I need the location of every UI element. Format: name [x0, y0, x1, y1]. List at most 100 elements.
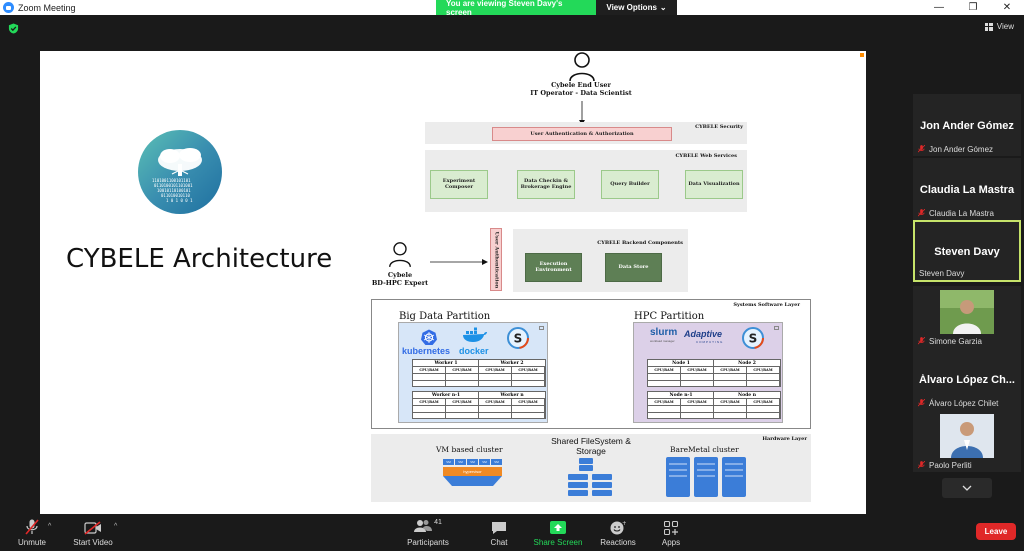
big-data-title: Big Data Partition — [399, 311, 491, 322]
adaptive-sub: COMPUTING — [696, 340, 724, 344]
maximize-button[interactable]: ❐ — [968, 2, 978, 13]
mic-muted-icon — [918, 399, 925, 407]
window-title: Zoom Meeting — [18, 2, 76, 13]
leave-button[interactable]: Leave — [976, 523, 1016, 540]
docker-label: docker — [459, 346, 489, 356]
shared-fs-label-2: Storage — [576, 446, 606, 456]
query-builder-box: Query Builder — [601, 170, 659, 199]
s-logo-icon: S — [742, 327, 764, 349]
participant-name: Simone Garzia — [929, 337, 982, 346]
shared-fs-label: Shared FileSystem & — [551, 436, 631, 446]
meeting-toolbar: Unmute ^ Start Video ^ 41 Participants C… — [0, 516, 1024, 551]
minimize-button[interactable]: — — [934, 2, 944, 13]
hardware-layer: Hardware Layer VM based cluster VM VM VM… — [371, 434, 811, 502]
big-data-partition: Big Data Partition kubernetes docker S — [398, 311, 548, 423]
kubernetes-label: kubernetes — [402, 346, 451, 356]
experiment-composer-box: Experiment Composer — [430, 170, 488, 199]
end-user-label: Cybele End User — [551, 81, 611, 89]
viewing-indicator: You are viewing Steven Davy's screen — [436, 0, 596, 17]
shared-screen: 1101001100101101 0110100101101001 100101… — [40, 51, 866, 514]
chat-icon — [492, 522, 506, 534]
slurm-label: slurm — [650, 327, 678, 338]
end-user-icon — [569, 52, 595, 81]
participant-tile[interactable]: Claudia La Mastra Claudia La Mastra — [913, 158, 1021, 220]
web-services-panel: CYBELE Web Services Experiment Composer … — [425, 150, 747, 212]
view-button[interactable]: View — [984, 22, 1014, 31]
svg-text:S: S — [749, 332, 758, 346]
mic-muted-icon — [918, 209, 925, 217]
mic-muted-icon — [918, 145, 925, 153]
svg-text:10010110100101: 10010110100101 — [157, 188, 191, 193]
participant-tile[interactable]: Paolo Perliti — [913, 410, 1021, 472]
kubernetes-logo-icon — [421, 329, 437, 345]
expert-user-icon — [389, 242, 411, 268]
mic-muted-icon — [918, 461, 925, 469]
svg-text:S: S — [514, 332, 523, 346]
window-icon — [774, 326, 779, 330]
slide-title: CYBELE Architecture — [66, 244, 333, 274]
participants-button[interactable]: 41 Participants — [407, 519, 449, 547]
reactions-icon: + — [610, 520, 626, 535]
close-button[interactable]: ✕ — [1002, 2, 1012, 13]
backend-panel: CYBELE Backend Components Execution Envi… — [513, 229, 688, 292]
svg-text:1 0 1 0 0 1: 1 0 1 0 0 1 — [166, 198, 193, 203]
chat-button[interactable]: Chat — [483, 516, 515, 551]
svg-text:0110100101101001: 0110100101101001 — [154, 183, 193, 188]
slide-marker — [860, 53, 864, 57]
audio-options-caret[interactable]: ^ — [48, 523, 52, 530]
vm-cluster-label: VM based cluster — [436, 445, 503, 454]
participant-tile[interactable]: Jon Ander Gómez Jon Ander Gómez — [913, 94, 1021, 156]
execution-environment-box: Execution Environment — [525, 253, 582, 282]
share-screen-icon — [550, 521, 566, 534]
docker-logo-icon — [463, 327, 487, 342]
systems-layer-label: Systems Software Layer — [733, 302, 800, 308]
apps-icon — [664, 521, 678, 535]
vertical-auth-box: User Authentication — [490, 228, 502, 291]
reactions-button[interactable]: + Reactions — [600, 520, 636, 547]
hpc-partition: HPC Partition slurm workload manager Ada… — [633, 311, 783, 423]
storage-icon — [568, 458, 612, 496]
share-screen-button[interactable]: Share Screen — [531, 516, 585, 551]
slurm-sub: workload manager — [650, 339, 675, 343]
scroll-participants-button[interactable] — [942, 478, 992, 498]
video-options-caret[interactable]: ^ — [114, 523, 118, 530]
mic-muted-icon — [918, 337, 925, 345]
active-speaker-tile[interactable]: Steven Davy Steven Davy — [913, 220, 1021, 282]
chevron-down-icon: ⌄ — [659, 3, 667, 12]
systems-software-layer: Systems Software Layer Big Data Partitio… — [371, 299, 811, 429]
hpc-title: HPC Partition — [634, 311, 705, 322]
video-off-icon — [84, 521, 101, 535]
participant-name: Álvaro López Chilet — [929, 399, 999, 408]
screen-share-banner: You are viewing Steven Davy's screen Vie… — [436, 0, 677, 17]
participant-video — [940, 290, 994, 334]
adaptive-label: Adaptive — [684, 329, 723, 339]
mic-muted-icon — [25, 519, 39, 535]
security-panel: CYBELE Security User Authentication & Au… — [425, 122, 747, 144]
participant-tile[interactable]: Álvaro López Ch... Álvaro López Chilet — [913, 348, 1021, 410]
shield-icon[interactable] — [8, 23, 19, 34]
unmute-button[interactable]: Unmute — [14, 516, 50, 551]
auth-box: User Authentication & Authorization — [492, 127, 672, 141]
vm-row: VM VM VM VM VM — [443, 459, 502, 465]
apps-button[interactable]: Apps — [656, 516, 686, 551]
expert-label: Cybele — [387, 271, 413, 279]
end-user-role: IT Operator - Data Scientist — [530, 89, 632, 97]
data-visualization-box: Data Visualization — [685, 170, 743, 199]
start-video-button[interactable]: Start Video — [70, 516, 116, 551]
view-options-button[interactable]: View Options ⌄ — [596, 0, 677, 15]
server-base-icon — [443, 476, 502, 486]
data-store-box: Data Store — [605, 253, 662, 282]
s-logo-icon: S — [507, 327, 529, 349]
participant-tile[interactable]: Simone Garzia — [913, 286, 1021, 348]
participant-name: Steven Davy — [919, 269, 965, 278]
baremetal-servers-icon — [666, 457, 746, 497]
svg-text:+: + — [622, 520, 626, 527]
web-services-label: CYBELE Web Services — [675, 153, 737, 159]
svg-text:011010010110: 011010010110 — [161, 193, 190, 198]
chevron-down-icon — [962, 485, 972, 491]
